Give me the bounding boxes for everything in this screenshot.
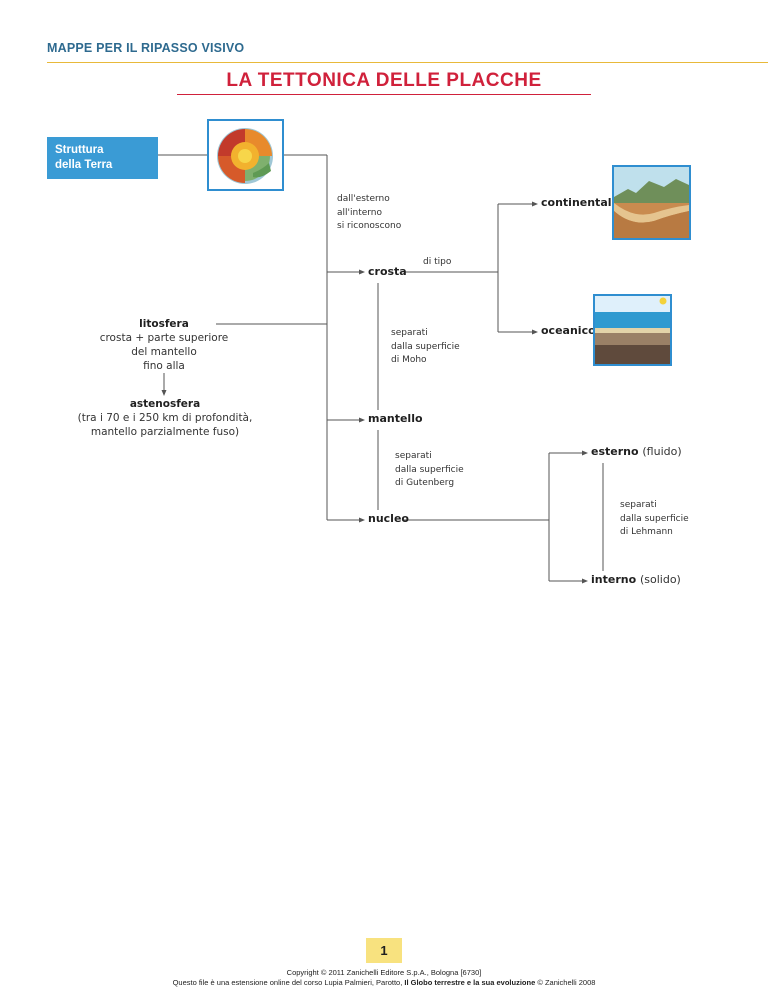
litosfera-block: litosfera crosta + parte superiore del m…: [84, 317, 244, 373]
node-crosta: crosta: [368, 265, 407, 278]
litosfera-label: litosfera: [139, 318, 189, 330]
lehmann-line-2: dalla superficie: [620, 513, 689, 524]
core-outer-label: esterno: [591, 445, 639, 458]
root-line-1: Struttura: [55, 144, 104, 156]
source-prefix: Questo file è una estensione online del …: [172, 978, 405, 987]
lehmann-line-1: separati: [620, 500, 657, 510]
lehmann-note: separati dalla superficie di Lehmann: [620, 499, 689, 540]
earth-cutaway-icon: [207, 119, 284, 191]
astenosfera-block: astenosfera (tra i 70 e i 250 km di prof…: [60, 397, 270, 439]
core-inner-state: (solido): [639, 573, 681, 586]
title-underline: [177, 94, 591, 95]
gutenberg-line-3: di Gutenberg: [395, 478, 455, 488]
litosfera-desc-1: crosta + parte superiore: [99, 332, 229, 344]
source-suffix: © Zanichelli 2008: [535, 978, 596, 987]
litosfera-desc-2: del mantello: [131, 346, 197, 358]
moho-line-3: di Moho: [391, 355, 427, 365]
gutenberg-line-1: separati: [395, 451, 432, 461]
intro-line-2: all'interno: [337, 207, 383, 218]
node-core-inner: interno (solido): [591, 573, 681, 586]
node-mantello: mantello: [368, 412, 423, 425]
copyright-line: Copyright © 2011 Zanichelli Editore S.p.…: [286, 968, 482, 977]
source-book-title: Il Globo terrestre e la sua evoluzione: [404, 978, 536, 987]
lehmann-line-3: di Lehmann: [620, 527, 673, 537]
gutenberg-line-2: dalla superficie: [395, 464, 464, 475]
moho-note: separati dalla superficie di Moho: [391, 327, 460, 368]
oceanic-crust-icon: [593, 294, 672, 366]
continental-crust-icon: [612, 165, 691, 240]
node-nucleo: nucleo: [368, 512, 409, 525]
crosta-connector-note: di tipo: [423, 257, 452, 267]
intro-line-3: si riconoscono: [337, 221, 402, 231]
moho-line-1: separati: [391, 328, 428, 338]
core-inner-label: interno: [591, 573, 637, 586]
source-line: Questo file è una estensione online del …: [0, 978, 768, 988]
gutenberg-note: separati dalla superficie di Gutenberg: [395, 450, 464, 491]
intro-line-1: dall'esterno: [337, 194, 390, 204]
core-outer-state: (fluido): [642, 445, 682, 458]
moho-line-2: dalla superficie: [391, 341, 460, 352]
astenosfera-desc-2: mantello parzialmente fuso): [90, 426, 240, 438]
section-label: MAPPE PER IL RIPASSO VISIVO: [47, 41, 245, 55]
root-node-structure: Struttura della Terra: [47, 137, 158, 179]
page-number: 1: [366, 938, 402, 963]
node-continentale: continentale: [541, 196, 619, 209]
node-core-outer: esterno (fluido): [591, 445, 682, 458]
litosfera-desc-3: fino alla: [143, 360, 185, 372]
header-divider: [47, 62, 768, 63]
intro-note: dall'esterno all'interno si riconoscono: [337, 193, 401, 234]
node-oceanico: oceanico: [541, 324, 596, 337]
astenosfera-label: astenosfera: [129, 398, 201, 410]
page-title: LA TETTONICA DELLE PLACCHE: [226, 70, 542, 91]
astenosfera-desc-1: (tra i 70 e i 250 km di profondità,: [77, 412, 253, 424]
root-line-2: della Terra: [55, 159, 113, 171]
